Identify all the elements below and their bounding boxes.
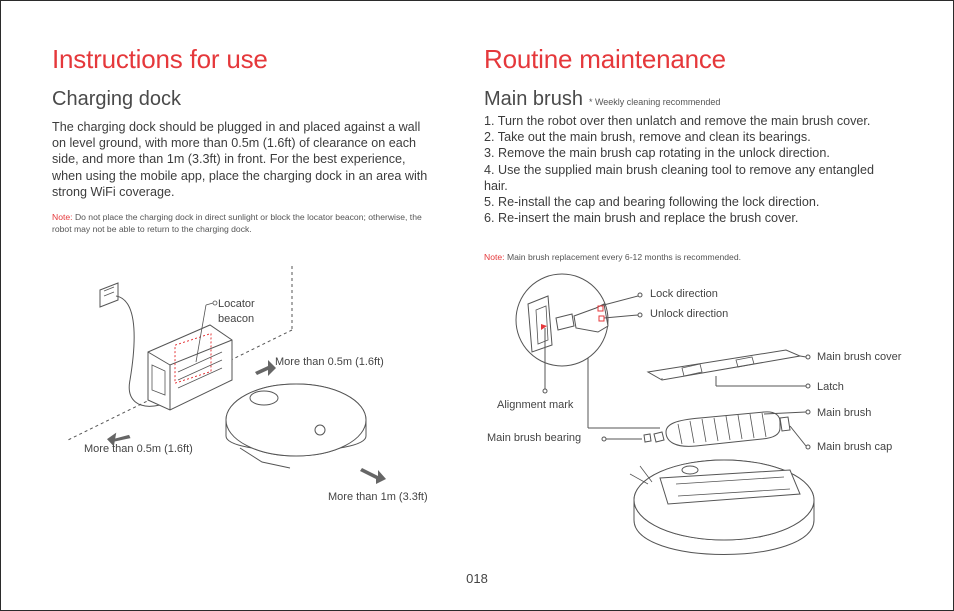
alignment-mark-label: Alignment mark: [497, 399, 574, 411]
clearance-front-label: More than 1m (3.3ft): [328, 491, 428, 503]
locator-beacon-label-line1: Locator: [218, 298, 255, 310]
note-text: Main brush replacement every 6-12 months…: [506, 252, 741, 262]
main-brush-note: Note: Main brush replacement every 6-12 …: [484, 252, 884, 264]
step-6: 6. Re-insert the main brush and replace …: [484, 211, 799, 226]
step-2: 2. Take out the main brush, remove and c…: [484, 130, 811, 145]
latch-label: Latch: [817, 381, 844, 393]
note-text: Do not place the charging dock in direct…: [52, 212, 422, 234]
lock-direction-label: Lock direction: [650, 288, 718, 300]
main-brush-cover-label: Main brush cover: [817, 351, 902, 363]
step-5: 5. Re-install the cap and bearing follow…: [484, 195, 820, 210]
clearance-left-label: More than 0.5m (1.6ft): [84, 443, 193, 455]
locator-beacon-label: Locator beacon: [218, 297, 255, 327]
page-title-left: Instructions for use: [52, 44, 268, 74]
page-number: 018: [466, 571, 488, 586]
note-label: Note:: [484, 252, 505, 262]
main-brush-bearing-label: Main brush bearing: [487, 432, 582, 444]
charging-dock-note: Note: Do not place the charging dock in …: [52, 212, 438, 235]
note-label: Note:: [52, 212, 73, 222]
step-3: 3. Remove the main brush cap rotating in…: [484, 146, 830, 161]
main-brush-cap-label: Main brush cap: [817, 441, 893, 453]
maintenance-steps: 1. Turn the robot over then unlatch and …: [484, 113, 876, 226]
main-brush-heading: Main brush: [484, 88, 583, 110]
charging-dock-paragraph: The charging dock should be plugged in a…: [52, 120, 428, 199]
step-4: 4. Use the supplied main brush cleaning …: [484, 162, 874, 193]
section-title-main-brush: Main brush * Weekly cleaning recommended: [484, 88, 720, 111]
unlock-direction-label: Unlock direction: [650, 308, 729, 320]
weekly-cleaning-subnote: * Weekly cleaning recommended: [588, 97, 721, 107]
page-title-right: Routine maintenance: [484, 44, 726, 74]
section-title-charging-dock: Charging dock: [52, 88, 181, 110]
clearance-right-label: More than 0.5m (1.6ft): [275, 356, 384, 368]
locator-beacon-label-line2: beacon: [218, 313, 255, 325]
main-brush-label: Main brush: [817, 407, 872, 419]
step-1: 1. Turn the robot over then unlatch and …: [484, 114, 871, 128]
